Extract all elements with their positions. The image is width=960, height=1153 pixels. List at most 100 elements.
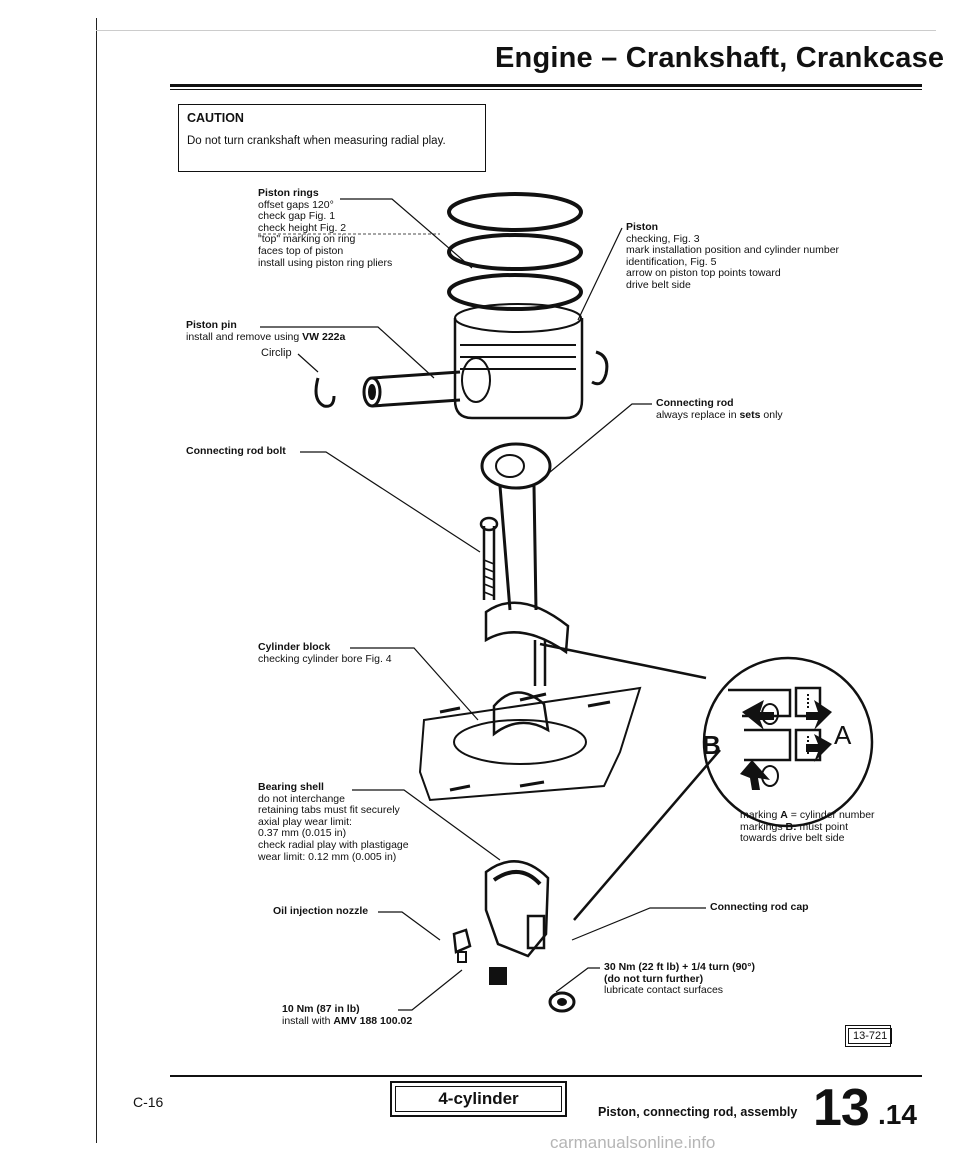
label-conrod-cap: Connecting rod cap <box>710 901 809 914</box>
label-marking: marking A = cylinder number markings B: … <box>740 809 875 845</box>
conrod-bolt-right <box>533 640 547 686</box>
conrod-nut-bore <box>557 998 567 1006</box>
piston-rings-line-6: install using piston ring pliers <box>258 256 393 269</box>
torque-cap-line3: lubricate contact surfaces <box>604 984 724 997</box>
label-circlip: Circlip <box>261 347 292 360</box>
conrod-text-bold: sets <box>739 408 761 421</box>
piston-body <box>453 318 584 420</box>
conrod-cap-boss <box>526 914 546 950</box>
torque-cap-line1: 30 Nm (22 ft lb) + 1/4 turn (90°) <box>604 961 755 973</box>
piston-pin-title: Piston pin <box>186 319 237 331</box>
section-number: 13 <box>813 1079 870 1137</box>
label-conrod-bolt: Connecting rod bolt <box>186 445 286 458</box>
piston-pin-body <box>371 370 461 408</box>
page-border-top <box>96 30 936 31</box>
piston-rings-line-3: check height Fig. 2 <box>258 221 347 234</box>
conrod-text-pre: always replace in <box>656 408 737 421</box>
label-piston-rings: Piston rings offset gaps 120° check gap … <box>258 187 393 269</box>
conrod-title: Connecting rod <box>656 397 734 409</box>
conrod-bolt-thread <box>483 559 495 597</box>
torque-nozzle-tool: AMV 188 100.02 <box>333 1014 413 1027</box>
piston-ring-1 <box>447 192 583 232</box>
circlip-title: Circlip <box>261 347 292 359</box>
leader-oil-nozzle <box>378 911 441 941</box>
caution-title: CAUTION <box>187 111 244 125</box>
conrod-small-end <box>480 442 552 490</box>
piston-line-2: mark installation position and cylinder … <box>626 244 840 257</box>
detail-inset-circle <box>702 656 874 828</box>
engine-variant-label: 4-cylinder <box>395 1086 562 1112</box>
nozzle-bolt <box>489 967 507 985</box>
oil-nozzle-stem <box>457 951 467 963</box>
piston-rings-title: Piston rings <box>258 187 319 199</box>
label-cylinder-block: Cylinder block checking cylinder bore Fi… <box>258 641 392 665</box>
conrod-cap-title: Connecting rod cap <box>710 901 809 913</box>
torque-nozzle-title: 10 Nm (87 in lb) <box>282 1003 360 1015</box>
piston-top <box>454 303 582 333</box>
cylinder-block-text: checking cylinder bore Fig. 4 <box>258 652 392 665</box>
piston-line-5: drive belt side <box>626 278 691 291</box>
diagram-lines <box>258 192 874 1013</box>
gasket-water-ports <box>439 692 611 792</box>
torque-cap-line2: (do not turn further) <box>604 972 704 985</box>
piston-line-4: arrow on piston top points toward <box>626 267 781 280</box>
leader-inset-top <box>539 642 707 680</box>
figure-id-frame <box>845 1025 891 1047</box>
bearing-shell-line-1: do not interchange <box>258 792 345 805</box>
circlip-left <box>314 377 336 408</box>
header-rule <box>170 84 922 87</box>
label-torque-nozzle: 10 Nm (87 in lb) install with AMV 188 10… <box>282 1003 413 1027</box>
piston-pin-text: install and remove using <box>186 330 300 343</box>
arrow-b-upper <box>742 700 774 730</box>
conrod-nut <box>548 991 576 1013</box>
label-oil-nozzle: Oil injection nozzle <box>273 905 369 918</box>
subsection-number: .14 <box>878 1099 917 1130</box>
leader-torque-nozzle <box>398 969 463 1011</box>
inset-arrows <box>740 700 832 790</box>
piston-rings-line-2: check gap Fig. 1 <box>258 210 336 223</box>
arrow-a-upper <box>806 700 832 730</box>
piston-pin-end <box>362 376 382 408</box>
leader-piston <box>577 227 623 321</box>
marking-line1-pre: marking <box>740 809 778 821</box>
piston-rings-line-5: faces top of piston <box>258 244 344 257</box>
leader-inset-bottom <box>573 749 721 921</box>
marking-line1-key: A <box>780 809 788 821</box>
conrod-cap <box>484 860 550 958</box>
figure-id: 13-721 <box>848 1028 893 1044</box>
torque-nozzle-text: install with <box>282 1014 331 1027</box>
page-title: Engine – Crankshaft, Crankcase <box>495 42 945 74</box>
leader-conrod <box>537 403 652 483</box>
engine-variant-box <box>390 1081 567 1117</box>
conrod-text-post: only <box>763 408 783 421</box>
circlip-right <box>591 350 609 386</box>
cylinder-block-title: Cylinder block <box>258 641 331 653</box>
piston-rings-line-4: "top" marking on ring <box>258 233 356 246</box>
bearing-shell-line-5: check radial play with plastigage <box>258 838 409 851</box>
label-piston-pin: Piston pin install and remove using VW 2… <box>186 319 346 343</box>
bearing-shell-upper <box>492 691 550 737</box>
cylinder-bore <box>453 719 587 765</box>
leader-piston-rings <box>340 198 473 269</box>
oil-nozzle-title: Oil injection nozzle <box>273 905 369 917</box>
piston-pin-tool: VW 222a <box>302 330 346 343</box>
conrod-beam <box>498 485 538 611</box>
leader-conrod-cap <box>571 907 706 941</box>
label-piston: Piston checking, Fig. 3 mark installatio… <box>626 221 840 292</box>
leader-conrod-bolt <box>300 451 481 553</box>
bearing-shell-title: Bearing shell <box>258 781 324 793</box>
inset-letter-b: B <box>702 730 721 760</box>
inset-letter-a: A <box>834 720 852 750</box>
marking-line1-post: = cylinder number <box>790 809 875 821</box>
piston-rings-line-1: offset gaps 120° <box>258 198 334 211</box>
header-rule-thin <box>170 89 922 90</box>
bearing-shell-line-6: wear limit: 0.12 mm (0.005 in) <box>258 850 397 863</box>
watermark: carmanualsonline.info <box>550 1133 716 1152</box>
bearing-shell-lower <box>492 870 542 886</box>
piston-line-3: identification, Fig. 5 <box>626 255 717 268</box>
bearing-shell-line-4: 0.37 mm (0.015 in) <box>258 827 347 840</box>
piston-ring-2 <box>447 233 583 271</box>
marking-line3: towards drive belt side <box>740 832 845 845</box>
piston-pin-bore <box>461 357 491 403</box>
